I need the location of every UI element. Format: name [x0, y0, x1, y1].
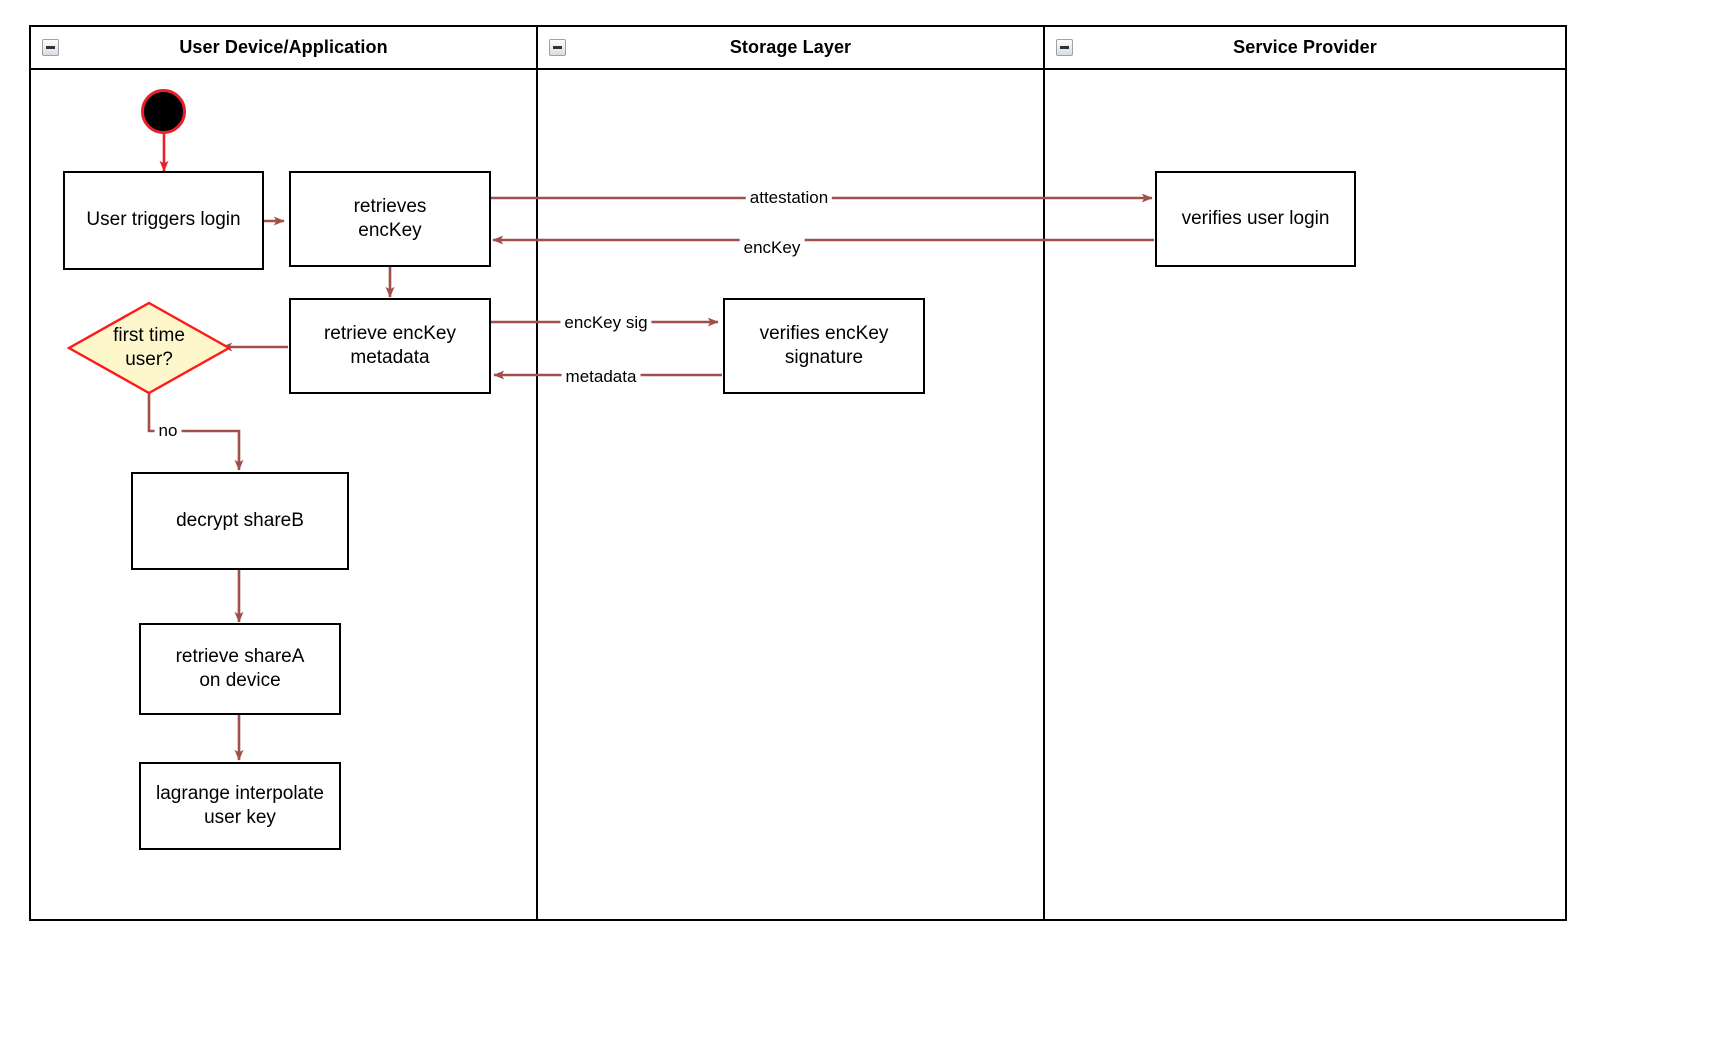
swimlane-header-storage-layer: Storage Layer [538, 27, 1043, 70]
swimlane-service-provider: Service Provider [1045, 27, 1565, 919]
node-retrieve-sharea[interactable]: retrieve shareA on device [139, 623, 341, 715]
swimlane-user-device: User Device/Application [31, 27, 536, 919]
node-retrieve-enckey-metadata[interactable]: retrieve encKey metadata [289, 298, 491, 394]
edge-label-enckey: encKey [739, 238, 805, 258]
swimlane-title: Storage Layer [729, 37, 852, 57]
swimlane-header-service-provider: Service Provider [1045, 27, 1565, 70]
node-retrieves-enckey[interactable]: retrieves encKey [289, 171, 491, 267]
collapse-icon[interactable] [549, 39, 566, 56]
start-node[interactable] [141, 89, 186, 134]
swimlane-storage-layer: Storage Layer [538, 27, 1043, 919]
node-lagrange-interpolate[interactable]: lagrange interpolate user key [139, 762, 341, 850]
node-verifies-enckey-signature[interactable]: verifies encKey signature [723, 298, 925, 394]
collapse-icon[interactable] [1056, 39, 1073, 56]
node-user-triggers-login[interactable]: User triggers login [63, 171, 264, 270]
swimlane-title: Service Provider [1233, 37, 1377, 57]
node-first-time-user[interactable]: first time user? [66, 301, 232, 395]
lane-divider [1043, 27, 1045, 919]
swimlane-header-user-device: User Device/Application [31, 27, 536, 70]
swimlane-title: User Device/Application [179, 37, 388, 57]
collapse-icon[interactable] [42, 39, 59, 56]
edge-label-enckey-sig: encKey sig [560, 313, 652, 333]
edge-label-attestation: attestation [745, 188, 833, 208]
edge-label-metadata: metadata [561, 367, 641, 387]
edge-label-no: no [154, 421, 182, 441]
lane-divider [536, 27, 538, 919]
node-verifies-user-login[interactable]: verifies user login [1155, 171, 1356, 267]
node-decrypt-shareb[interactable]: decrypt shareB [131, 472, 349, 570]
